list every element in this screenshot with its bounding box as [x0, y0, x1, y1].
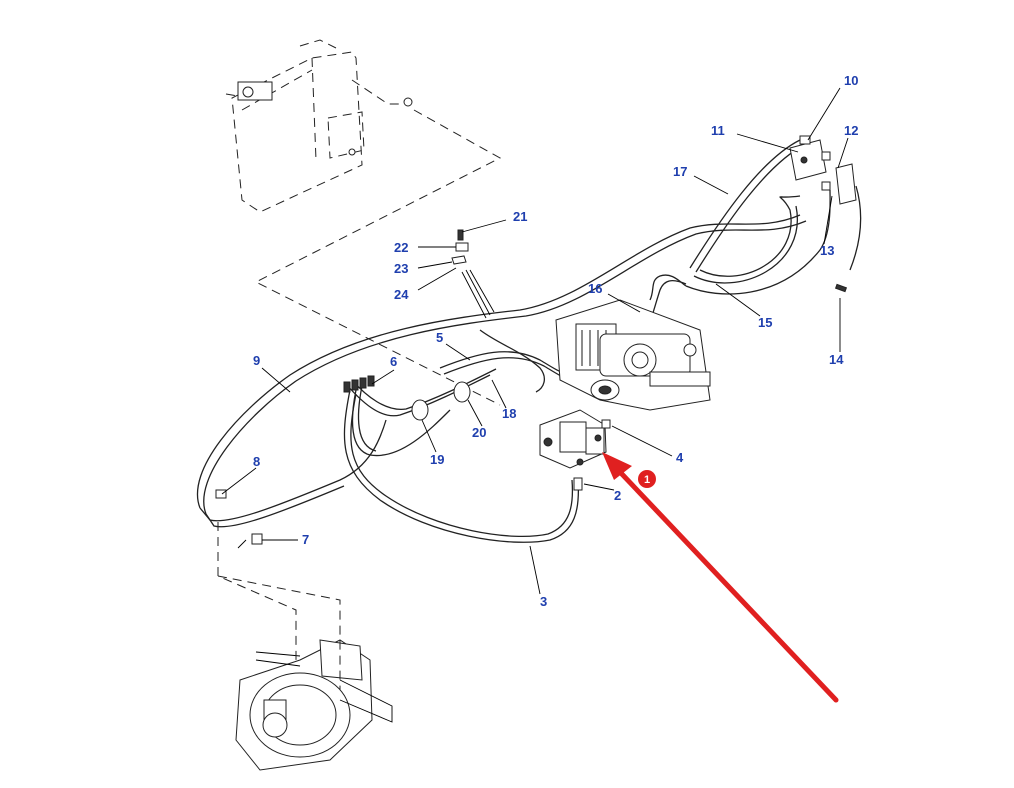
clamp-22-24 [451, 229, 469, 265]
callout-10: 10 [844, 73, 858, 88]
callout-19: 19 [430, 452, 444, 467]
callout-4: 4 [676, 450, 684, 465]
fitting-8 [215, 489, 227, 499]
leader-lines [221, 87, 849, 595]
reference-line-axle [217, 522, 297, 660]
hose-3 [343, 389, 580, 543]
highlight-arrow [602, 452, 839, 703]
hose-14 [834, 185, 862, 293]
highlight-marker-1: 1 [638, 470, 656, 488]
callout-17: 17 [673, 164, 687, 179]
callout-3: 3 [540, 594, 547, 609]
callout-14: 14 [829, 352, 844, 367]
fitting-4 [601, 419, 611, 429]
callout-16: 16 [588, 281, 602, 296]
callout-8: 8 [253, 454, 260, 469]
marker-label: 1 [644, 474, 650, 486]
callout-24: 24 [394, 287, 409, 302]
callout-23: 23 [394, 261, 408, 276]
hose-15 [693, 195, 801, 284]
hydraulic-pump [539, 409, 609, 469]
callout-9: 9 [253, 353, 260, 368]
transmission-assembly [555, 299, 711, 411]
connectors-6 [343, 375, 375, 393]
callout-13: 13 [820, 243, 834, 258]
clamp-19 [411, 399, 429, 421]
callout-12: 12 [844, 123, 858, 138]
callout-22: 22 [394, 240, 408, 255]
callout-21: 21 [513, 209, 527, 224]
rear-axle-assembly [235, 639, 393, 771]
valve-block [789, 135, 857, 205]
callout-15: 15 [758, 315, 772, 330]
hose-16 [649, 274, 687, 301]
callout-20: 20 [472, 425, 486, 440]
hose-9 [196, 214, 807, 515]
callout-6: 6 [390, 354, 397, 369]
hydraulic-tank [225, 39, 413, 213]
hose-18 [479, 329, 546, 393]
callout-7: 7 [302, 532, 309, 547]
reference-line-tank [254, 109, 502, 406]
callout-11: 11 [711, 123, 725, 138]
hose-right-long [685, 189, 831, 295]
callout-5: 5 [436, 330, 443, 345]
clamp-20 [453, 381, 471, 403]
fitting-7 [251, 533, 263, 545]
hose-17 [689, 139, 807, 273]
callout-2: 2 [614, 488, 621, 503]
callout-18: 18 [502, 406, 516, 421]
fitting-2 [573, 477, 583, 491]
clamp-21-stem [465, 269, 491, 316]
hose-8-lower [199, 419, 387, 528]
callout-labels: 2 3 4 5 6 7 8 9 10 11 12 13 14 15 16 17 … [253, 73, 858, 609]
